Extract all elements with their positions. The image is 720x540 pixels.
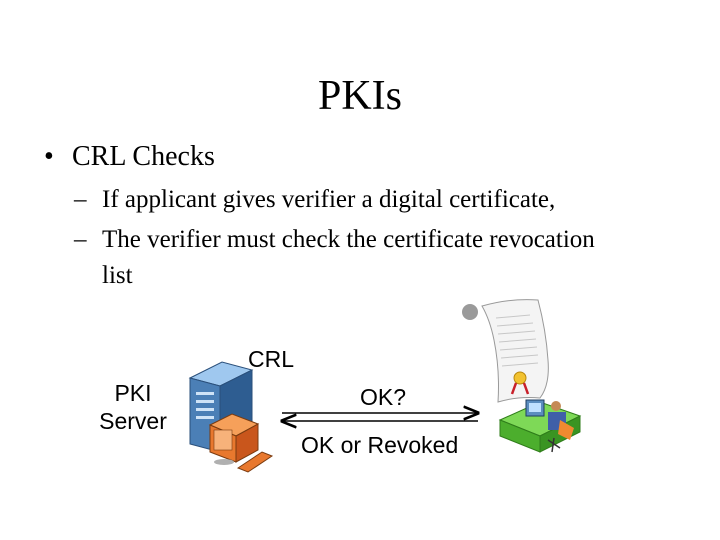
- bullet-item: • CRL Checks: [44, 140, 215, 174]
- sub-item-2-continuation: list: [102, 262, 133, 289]
- query-label: OK?: [360, 384, 407, 410]
- pki-server-label-line2: Server: [99, 408, 167, 434]
- sub-item-2-text: The verifier must check the certificate …: [102, 226, 595, 253]
- server-computer-icon: [188, 361, 274, 473]
- crl-label: CRL: [248, 346, 295, 372]
- certificate-scroll-icon: [462, 299, 549, 403]
- response-label: OK or Revoked: [301, 432, 459, 458]
- sub-item-1: –If applicant gives verifier a digital c…: [74, 182, 555, 218]
- sub-item-2: –The verifier must check the certificate…: [74, 222, 674, 294]
- bullet-dot: •: [44, 141, 54, 172]
- slide-title: PKIs: [317, 73, 403, 119]
- sub-item-1-text: If applicant gives verifier a digital ce…: [102, 186, 556, 213]
- pki-server-label: PKI Server: [88, 379, 178, 435]
- bullet-text: CRL Checks: [72, 141, 215, 172]
- user-workstation-icon: [498, 399, 582, 453]
- sub-dash: –: [74, 186, 87, 213]
- sub-dash: –: [74, 226, 87, 253]
- pki-server-label-line1: PKI: [114, 380, 152, 406]
